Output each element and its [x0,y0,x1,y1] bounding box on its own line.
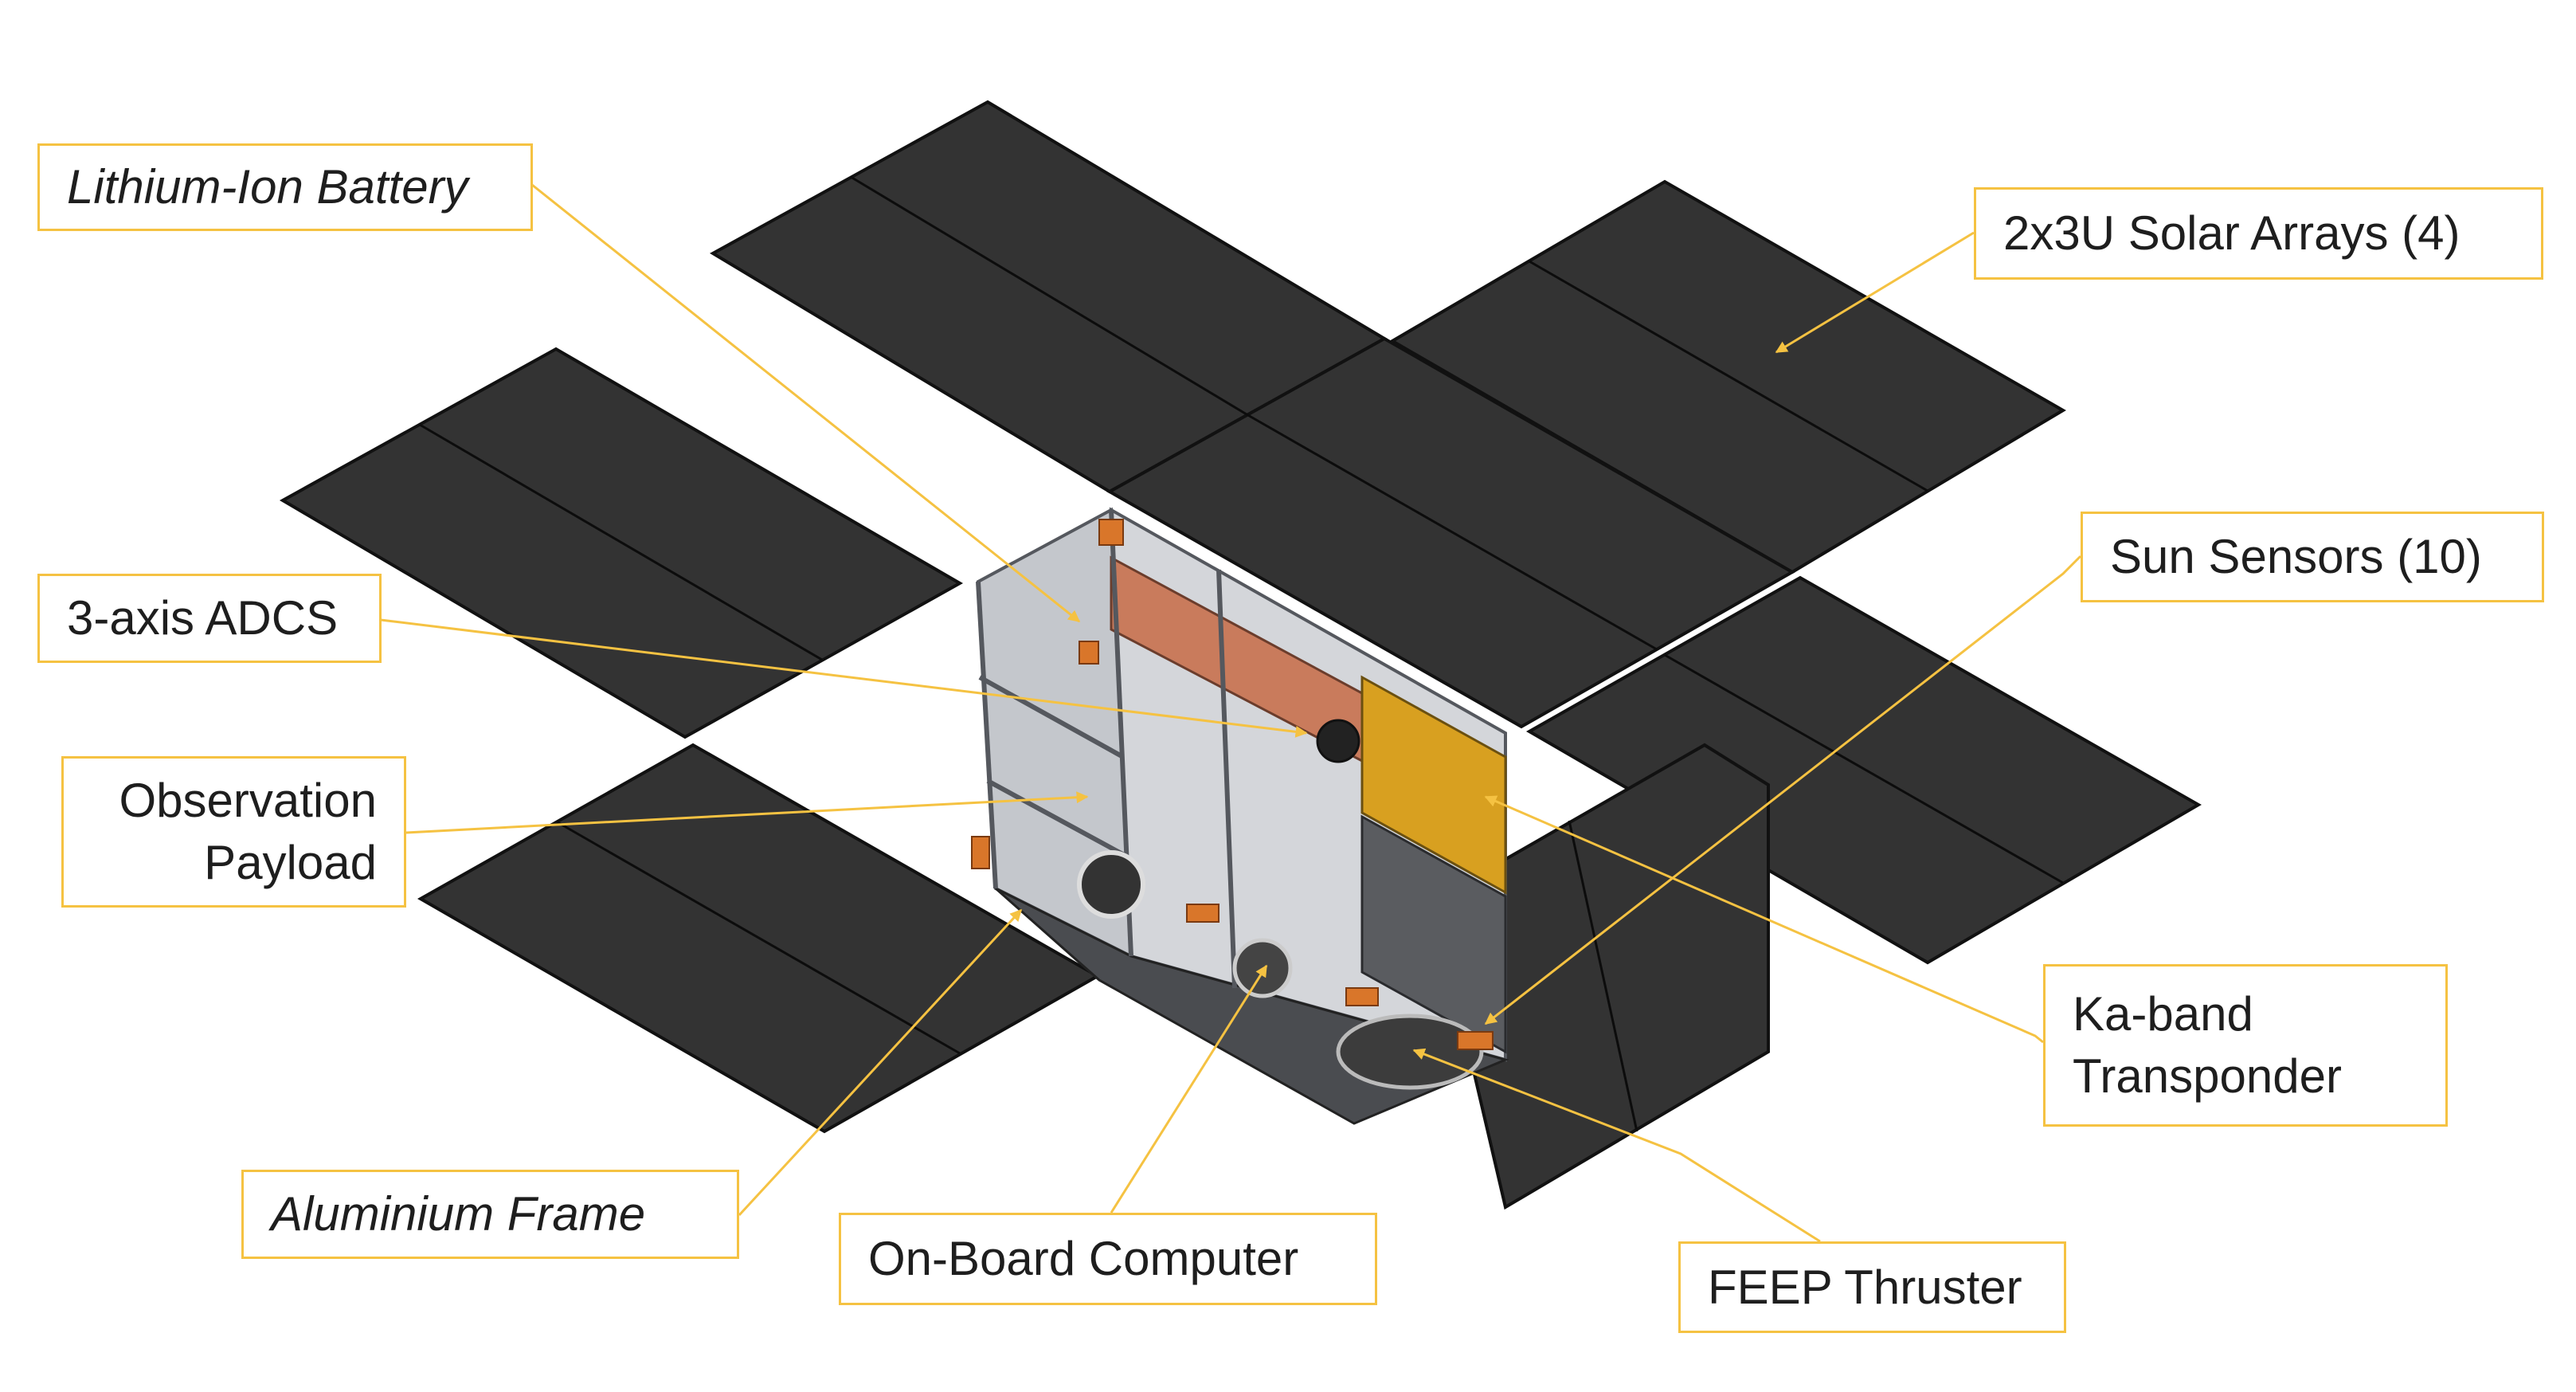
cubesat-body [971,507,1509,1125]
callout-lines [380,183,2082,1243]
label-feep-thruster: FEEP Thruster [1678,1241,2066,1333]
label-observation-payload: Observation Payload [61,756,406,908]
leader-payload [405,791,1089,834]
leader-sun [1484,555,2082,1025]
leader-adcs [380,618,1308,738]
obc-port [1232,938,1293,998]
label-ka-band-transponder: Ka-band Transponder [2043,964,2448,1127]
panel-seams [419,175,2064,1132]
feep-nozzle [1336,1014,1484,1090]
thruster-tabs [971,519,1494,1050]
leader-frame [738,908,1023,1217]
label-sun-sensors: Sun Sensors (10) [2081,512,2544,602]
leader-feep [1412,1048,1821,1243]
label-aluminium-frame: Aluminium Frame [241,1170,739,1259]
leader-obc [1110,964,1268,1214]
transponder-panel [1360,675,1507,895]
label-lithium-ion-battery: Lithium-Ion Battery [37,143,533,231]
leader-battery [531,183,1081,623]
leader-solar [1775,231,1975,354]
payload-lens [1077,850,1145,919]
label-on-board-computer: On-Board Computer [839,1213,1377,1305]
lower-side-panel [1360,814,1507,1054]
label-solar-arrays: 2x3U Solar Arrays (4) [1974,187,2543,280]
adcs-wheel [1316,719,1360,763]
leader-ka [1484,795,2044,1044]
frame-rails [976,509,1237,989]
label-3-axis-adcs: 3-axis ADCS [37,574,382,663]
